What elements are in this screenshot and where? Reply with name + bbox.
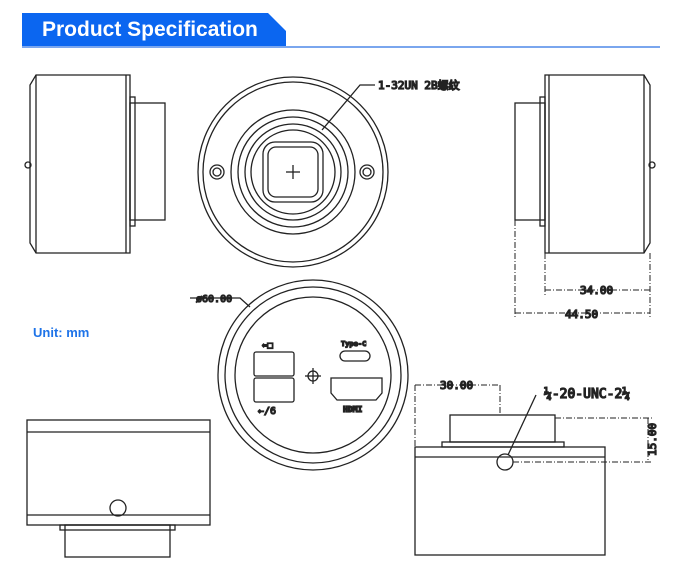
page-title: Product Specification [42, 18, 258, 41]
hdmi-label: HDMI [343, 405, 362, 414]
side-view-right [514, 74, 656, 318]
usb-icon-label: ⇐□ [262, 341, 273, 351]
bottom-view-right [414, 384, 652, 556]
tripod-thread-label: ¼-20-UNC-2¼ [544, 387, 630, 402]
typec-label: Type-C [341, 340, 366, 348]
header-tab [22, 13, 286, 48]
usb-port-label: ⇠/6 [258, 406, 276, 417]
front-thread-label: 1-32UN 2B螺纹 [378, 78, 460, 92]
side-view-left [24, 74, 166, 254]
unit-label: Unit: mm [33, 325, 90, 340]
bottom-view-left [26, 419, 211, 558]
dim-44-50: 44.50 [565, 308, 598, 321]
back-view [190, 279, 409, 471]
dim-34: 34.00 [580, 284, 613, 297]
diameter-label: ø60.00 [196, 294, 232, 305]
header-divider [22, 46, 660, 48]
dim-30: 30.00 [440, 379, 473, 392]
front-view [197, 76, 389, 268]
dim-15: 15.00 [646, 423, 659, 456]
